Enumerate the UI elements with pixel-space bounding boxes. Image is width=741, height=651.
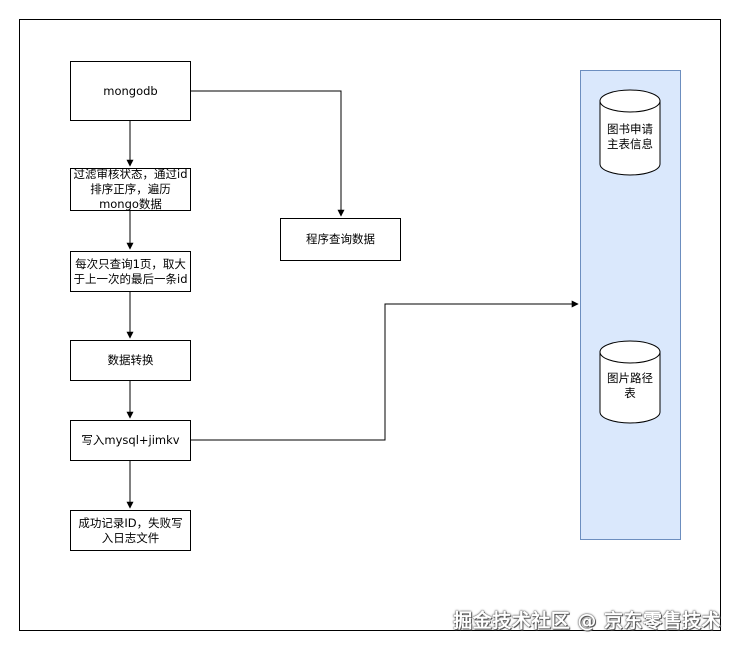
- book-main-database-label: 图书申请 主表信息: [607, 121, 653, 151]
- filter-node[interactable]: 过滤审核状态，通过id 排序正序，遍历 mongo数据: [70, 167, 191, 211]
- query-page-node[interactable]: 每次只查询1页，取大 于上一次的最后一条id: [70, 251, 191, 292]
- image-path-database[interactable]: 图片路径 表: [599, 340, 661, 424]
- edge-write-swimlane: [190, 300, 579, 441]
- database-cylinder-icon: [599, 340, 661, 424]
- program-query-node[interactable]: 程序查询数据: [280, 218, 401, 261]
- edge-mongodb-program-query: [190, 90, 345, 217]
- mongodb-node[interactable]: mongodb: [70, 61, 191, 121]
- transform-node[interactable]: 数据转换: [70, 340, 191, 381]
- database-cylinder-icon: [599, 89, 661, 176]
- book-main-database[interactable]: 图书申请 主表信息: [599, 89, 661, 176]
- log-node[interactable]: 成功记录ID，失败写 入日志文件: [70, 510, 191, 551]
- write-node[interactable]: 写入mysql+jimkv: [70, 420, 191, 461]
- image-path-database-label: 图片路径 表: [607, 371, 653, 400]
- watermark-text: 掘金技术社区 @ 京东零售技术: [453, 610, 721, 632]
